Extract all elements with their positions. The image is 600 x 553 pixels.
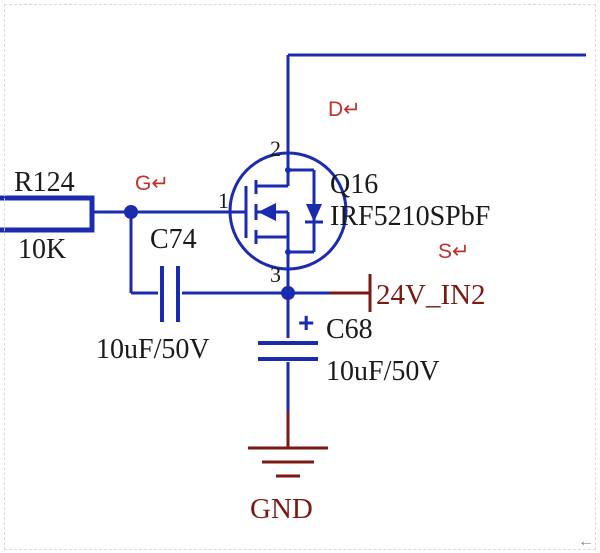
power-net-label: 24V_IN2 xyxy=(376,279,486,311)
capacitor-c68[interactable] xyxy=(258,341,318,361)
c68-ref-label: C68 xyxy=(326,314,373,345)
corner-arrow-icon: ← xyxy=(578,533,594,550)
ground-symbol[interactable] xyxy=(248,412,328,478)
c74-value-label: 10uF/50V xyxy=(96,334,210,365)
r124-value-label: 10K xyxy=(18,234,66,265)
q16-ref-label: Q16 xyxy=(330,169,378,200)
junction-dot-source xyxy=(281,286,295,300)
resistor-r124[interactable] xyxy=(0,195,95,233)
mosfet-pin2-label: 2 xyxy=(270,136,281,161)
junction-dot-gate xyxy=(124,205,138,219)
source-net-label: S↵ xyxy=(438,240,470,263)
ground-net-label: GND xyxy=(250,493,313,525)
mosfet-pin1-label: 1 xyxy=(218,188,229,213)
c68-polarity-label: + xyxy=(298,307,314,338)
mosfet-source-dot xyxy=(285,249,291,255)
mosfet-diode-icon xyxy=(306,204,322,222)
mosfet-pin3-label: 3 xyxy=(270,262,281,287)
c68-value-label: 10uF/50V xyxy=(326,356,440,387)
gate-net-label: G↵ xyxy=(135,172,169,195)
drain-net-label: D↵ xyxy=(328,98,361,121)
capacitor-c74[interactable] xyxy=(160,266,180,322)
mosfet-arrow-icon xyxy=(258,203,276,221)
r124-ref-label: R124 xyxy=(14,167,75,198)
mosfet-drain-dot xyxy=(285,167,291,173)
wires xyxy=(92,53,586,412)
c74-ref-label: C74 xyxy=(150,224,197,255)
q16-part-label: IRF5210SPbF xyxy=(330,201,490,232)
power-port-24v[interactable] xyxy=(330,274,372,312)
resistor-body xyxy=(0,195,95,233)
